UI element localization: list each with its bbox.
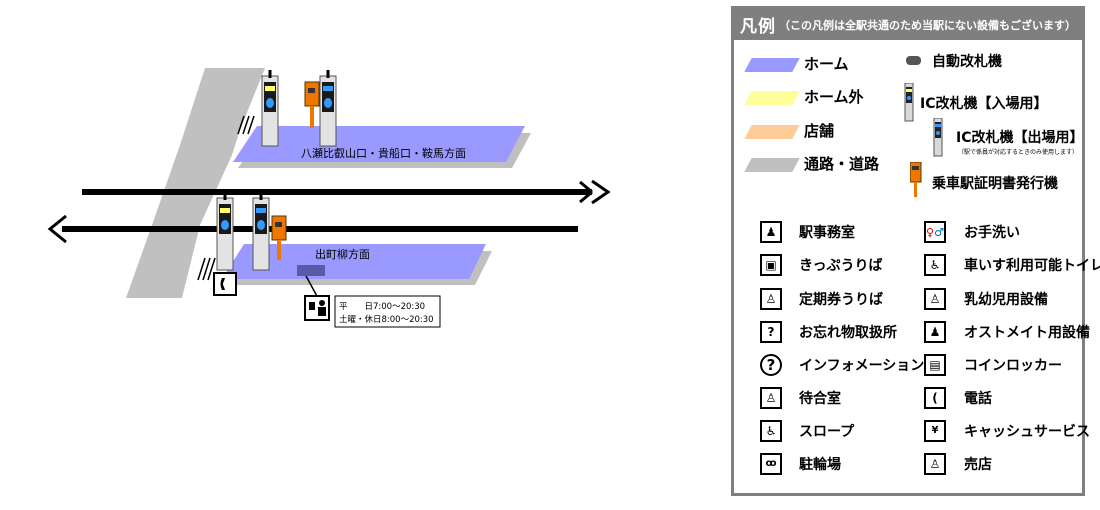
area-label-passage: 通路・道路 bbox=[804, 155, 880, 173]
wheelchair-toilet-icon: ♿ bbox=[924, 254, 946, 276]
stairs-marks-north bbox=[237, 115, 255, 135]
telephone-icon: ( bbox=[924, 387, 946, 409]
baby-facility-icon: ♙ bbox=[924, 288, 946, 310]
platform-south-label: 出町柳方面 bbox=[315, 247, 370, 261]
facility-ticket-counter: きっぷうりば bbox=[799, 258, 883, 274]
slope-icon: ♿ bbox=[760, 420, 782, 442]
ic-gate-entry-label: IC改札機【入場用】 bbox=[920, 96, 1048, 112]
area-label-platform: ホーム bbox=[804, 55, 849, 73]
facility-wheelchair-toilet: 車いす利用可能トイレ bbox=[964, 258, 1100, 274]
legend-panel: 凡例 （この凡例は全駅共通のため当駅にない設備もございます） ホーム ホーム外 … bbox=[731, 6, 1100, 496]
ostomate-icon: ♟ bbox=[924, 321, 946, 343]
cash-service-icon: ¥ bbox=[924, 420, 946, 442]
passage-road bbox=[126, 68, 265, 298]
ic-gate-entry-south bbox=[216, 190, 234, 271]
platform-north-label: 八瀬比叡山口・貴船口・鞍馬方面 bbox=[301, 146, 466, 160]
coin-locker-icon: ▤ bbox=[924, 354, 946, 376]
certificate-machine-icon bbox=[910, 162, 922, 197]
ic-gate-exit-icon bbox=[933, 118, 943, 157]
leader-line bbox=[305, 275, 319, 299]
facility-cash-service: キャッシュサービス bbox=[964, 424, 1090, 440]
track-outbound bbox=[82, 189, 592, 195]
certificate-machine-south bbox=[271, 215, 287, 260]
facility-bicycle-parking: 駐輪場 bbox=[799, 457, 841, 473]
kiosk-icon: ♙ bbox=[924, 453, 946, 475]
swatch-passage bbox=[744, 158, 800, 172]
area-label-outside: ホーム外 bbox=[804, 88, 864, 106]
arrow-right-icon bbox=[579, 180, 593, 204]
hours-box bbox=[334, 295, 441, 328]
area-label-shop: 店舗 bbox=[804, 122, 835, 140]
ticket-counter-icon: ▣ bbox=[760, 254, 782, 276]
hours-weekday: 平 日7:00～20:30 bbox=[339, 302, 425, 312]
facility-waiting-room: 待合室 bbox=[799, 391, 841, 407]
facility-ostomate: オストメイト用設備 bbox=[964, 325, 1090, 341]
auto-gate-icon bbox=[906, 56, 921, 65]
information-icon: ? bbox=[760, 354, 782, 376]
ticket-office-icon bbox=[304, 295, 330, 321]
station-map: 八瀬比叡山口・貴船口・鞍馬方面 出町柳方面 bbox=[47, 68, 611, 328]
ic-gate-exit-label: IC改札機【出場用】 bbox=[956, 130, 1084, 146]
station-office-icon: ♟ bbox=[760, 221, 782, 243]
facility-coin-locker: コインロッカー bbox=[964, 358, 1062, 374]
ic-gate-exit-note: （駅で係員が対応するときのみ使用します） bbox=[958, 149, 1079, 156]
ic-gate-exit-south bbox=[252, 190, 270, 271]
track-inbound bbox=[62, 226, 578, 232]
platform-south bbox=[222, 244, 486, 279]
facility-commuter-pass: 定期券うりば bbox=[799, 292, 883, 308]
facility-slope: スロープ bbox=[799, 424, 855, 440]
platform-north bbox=[233, 126, 525, 162]
ic-gate-entry-north bbox=[261, 70, 279, 147]
certificate-machine-label: 乗車駅証明書発行機 bbox=[932, 176, 1058, 192]
ticket-window-block bbox=[297, 265, 325, 276]
auto-gate-label: 自動改札機 bbox=[932, 54, 1002, 70]
restroom-icon: ♀♂ bbox=[924, 221, 946, 243]
facility-kiosk: 売店 bbox=[964, 457, 992, 473]
certificate-machine-north bbox=[304, 81, 320, 128]
swatch-platform bbox=[744, 58, 800, 72]
facility-restroom: お手洗い bbox=[964, 225, 1020, 241]
waiting-room-icon: ♙ bbox=[760, 387, 782, 409]
lost-found-icon: ? bbox=[760, 321, 782, 343]
legend-title-note: （この凡例は全駅共通のため当駅にない設備もございます） bbox=[779, 18, 1076, 32]
phone-icon bbox=[213, 272, 237, 296]
bicycle-parking-icon: ꝏ bbox=[760, 453, 782, 475]
arrow-left-icon bbox=[47, 214, 67, 244]
swatch-shop bbox=[744, 125, 800, 139]
legend-title: 凡例 bbox=[740, 17, 776, 37]
facility-baby: 乳幼児用設備 bbox=[964, 292, 1048, 308]
ic-gate-entry-icon bbox=[904, 83, 914, 122]
ic-gate-exit-north bbox=[319, 70, 337, 147]
facility-information: インフォメーション bbox=[799, 358, 925, 374]
facility-telephone: 電話 bbox=[964, 391, 992, 407]
facility-lost-found: お忘れ物取扱所 bbox=[799, 325, 897, 341]
stairs-marks-south bbox=[197, 257, 216, 281]
arrow-right-chevron bbox=[591, 179, 611, 205]
hours-weekend: 土曜・休日8:00～20:30 bbox=[339, 314, 434, 325]
facility-station-office: 駅事務室 bbox=[799, 225, 855, 241]
legend-header: 凡例 （この凡例は全駅共通のため当駅にない設備もございます） bbox=[734, 9, 1082, 40]
commuter-pass-icon: ♙ bbox=[760, 288, 782, 310]
swatch-outside-platform bbox=[744, 91, 800, 105]
